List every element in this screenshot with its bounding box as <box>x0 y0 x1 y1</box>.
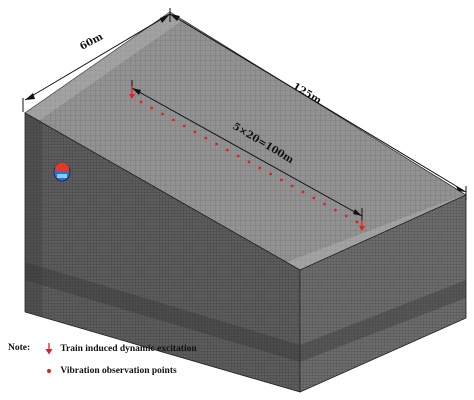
observation-point <box>301 190 305 194</box>
observation-point <box>161 112 165 116</box>
observation-point <box>215 142 219 146</box>
observation-point <box>355 220 359 224</box>
dimension-lines <box>22 8 467 228</box>
right-layer-band <box>300 280 466 362</box>
observation-point <box>204 136 208 140</box>
legend-observation-label: Vibration observation points <box>60 366 177 377</box>
legend-excitation-label: Train induced dynamic excitation <box>60 344 197 355</box>
observation-point <box>344 214 348 218</box>
observation-point <box>290 184 294 188</box>
observation-point <box>226 148 229 152</box>
observation-points <box>139 100 359 224</box>
observation-point <box>334 208 337 212</box>
right-face <box>299 194 467 393</box>
observation-point <box>182 124 186 128</box>
top-boundary-band-left <box>25 12 183 120</box>
excitation-arrow-start <box>129 86 135 99</box>
dot-icon <box>47 369 51 373</box>
observation-point <box>269 172 272 176</box>
observation-point <box>280 178 283 182</box>
legend-note: Note: <box>8 343 31 353</box>
down-arrow-icon <box>45 343 53 355</box>
top-boundary-band-right <box>287 195 466 270</box>
observation-point <box>258 166 262 170</box>
observation-point <box>172 118 175 122</box>
width-dimension-label: 60m <box>78 31 105 52</box>
tunnel-cross-section-icon <box>53 162 71 182</box>
front-layer-band <box>25 262 300 362</box>
legend-excitation-row: Train induced dynamic excitation <box>44 343 197 355</box>
front-side-band <box>25 113 42 317</box>
excitation-arrow-end <box>359 220 365 231</box>
observation-point <box>139 100 143 104</box>
dimension-arrowheads <box>25 14 466 216</box>
observation-point <box>247 160 251 164</box>
legend-observation-row: Vibration observation points <box>44 366 177 376</box>
observation-point <box>323 202 326 206</box>
observation-point <box>193 130 197 134</box>
observation-point <box>236 154 240 158</box>
observation-point <box>150 106 154 110</box>
observation-point <box>312 196 316 200</box>
